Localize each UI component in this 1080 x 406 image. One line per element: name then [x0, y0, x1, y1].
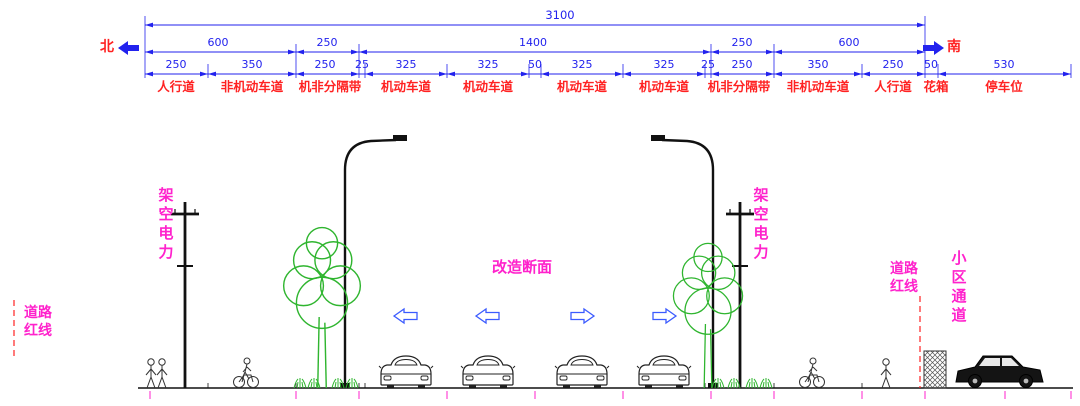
dimension-row3-14: 530 — [993, 58, 1015, 71]
lane-label-parking: 停车位 — [985, 79, 1023, 94]
dimension-row3-8: 325 — [653, 58, 675, 71]
cyclist-right — [799, 357, 825, 388]
south-arrow-icon — [923, 41, 944, 55]
dimension-row2-3: 250 — [731, 36, 753, 49]
lane-label-separator-south: 机非分隔带 — [707, 79, 771, 94]
annotation-section-name: 改造断面 — [491, 258, 553, 276]
pedestrian-left-2 — [156, 358, 168, 389]
dimension-row3-12: 250 — [882, 58, 904, 71]
station-ticks — [149, 391, 1072, 399]
lane-label-motor-lane-4: 机动车道 — [638, 79, 690, 94]
traffic-arrow-left-2 — [475, 308, 500, 324]
car-lane-4 — [636, 355, 692, 389]
parked-car-graphic — [955, 355, 1044, 388]
dimension-row3-6: 50 — [528, 58, 542, 71]
annotation-overhead-power-right: 架空电力 — [751, 187, 770, 263]
dimension-row3-13: 50 — [924, 58, 938, 71]
dimension-lines — [145, 22, 1071, 77]
dimension-row3-5: 325 — [477, 58, 499, 71]
north-arrow-icon — [118, 41, 139, 55]
annotation-overhead-power-left: 架空电力 — [156, 187, 175, 263]
lane-label-bike-lane-south: 非机动车道 — [786, 79, 850, 94]
dimension-row3-3: 25 — [355, 58, 369, 71]
lane-label-motor-lane-2: 机动车道 — [462, 79, 514, 94]
lane-label-motor-lane-1: 机动车道 — [380, 79, 432, 94]
street-light-left — [340, 135, 407, 388]
utility-pole-left — [171, 202, 199, 388]
street-light-right — [651, 135, 718, 388]
annotation-community-passage: 小区通道 — [949, 250, 968, 326]
lane-label-separator-north: 机非分隔带 — [298, 79, 362, 94]
dimension-row3-1: 350 — [241, 58, 263, 71]
dimension-row2-0: 600 — [207, 36, 229, 49]
dimension-row3-11: 350 — [807, 58, 829, 71]
dimension-total: 3100 — [545, 8, 575, 22]
lane-label-sidewalk-north: 人行道 — [157, 79, 195, 94]
lane-label-bike-lane-north: 非机动车道 — [220, 79, 284, 94]
dimension-row2-1: 250 — [316, 36, 338, 49]
dimension-row3-2: 250 — [314, 58, 336, 71]
dimension-row3-0: 250 — [165, 58, 187, 71]
lane-label-sidewalk-south: 人行道 — [874, 79, 912, 94]
flower-box-graphic — [923, 350, 947, 389]
pedestrian-right — [880, 358, 892, 389]
grass-right-strip — [711, 377, 773, 389]
dimension-row3-10: 250 — [731, 58, 753, 71]
lane-label-motor-lane-3: 机动车道 — [556, 79, 608, 94]
car-lane-3 — [554, 355, 610, 389]
dimension-row3-7: 325 — [571, 58, 593, 71]
cyclist-left — [233, 357, 259, 388]
traffic-arrow-right-1 — [570, 308, 595, 324]
dimension-row3-9: 25 — [701, 58, 715, 71]
traffic-arrow-left-1 — [393, 308, 418, 324]
dimension-row3-4: 325 — [395, 58, 417, 71]
annotation-road-red-line-right: 道路红线 — [890, 261, 918, 295]
traffic-arrow-right-2 — [652, 308, 677, 324]
car-lane-2 — [460, 355, 516, 389]
annotation-road-red-line-left: 道路红线 — [24, 305, 52, 339]
tree-left — [282, 226, 362, 389]
dimension-row2-2: 1400 — [519, 36, 547, 49]
compass-north: 北 — [100, 39, 114, 55]
compass-south: 南 — [947, 39, 961, 55]
utility-pole-right — [726, 202, 754, 388]
dimension-row2-4: 600 — [838, 36, 860, 49]
pedestrian-left-1 — [145, 358, 157, 389]
car-lane-1 — [378, 355, 434, 389]
lane-label-flower-box: 花箱 — [923, 79, 949, 94]
